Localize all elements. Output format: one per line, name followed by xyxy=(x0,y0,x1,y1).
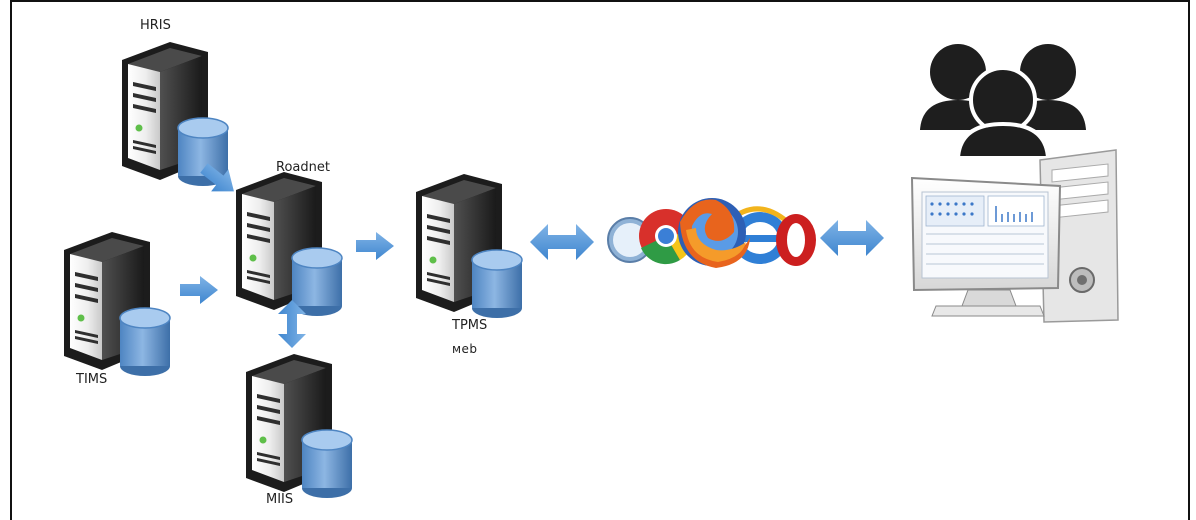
tpms-server-icon xyxy=(415,173,523,319)
tims-label: TIMS xyxy=(76,372,108,387)
roadnet-label: Roadnet xyxy=(276,160,330,175)
miis-label: MIIS xyxy=(266,492,294,507)
miis-server-icon xyxy=(245,353,353,499)
opera-icon xyxy=(776,214,816,266)
browser-icons-group xyxy=(607,198,816,268)
desktop-computer-icon xyxy=(910,149,1119,323)
arrow-browsers-client-bidirectional xyxy=(820,220,884,256)
arrow-tims-to-roadnet xyxy=(180,276,218,304)
firefox-icon xyxy=(678,198,750,268)
tpms-label: TPMS xyxy=(452,318,488,333)
users-group-icon xyxy=(920,44,1086,160)
arrow-tpms-browsers-bidirectional xyxy=(530,224,594,260)
arrow-roadnet-miis-bidirectional xyxy=(278,300,306,348)
hris-label: HRIS xyxy=(140,18,171,33)
roadnet-server-icon xyxy=(235,171,343,317)
arrow-roadnet-to-tpms xyxy=(356,232,394,260)
tpms-sublabel: ᴍeb xyxy=(452,342,478,356)
tims-server-icon xyxy=(63,231,171,377)
hris-server-icon xyxy=(121,41,229,187)
